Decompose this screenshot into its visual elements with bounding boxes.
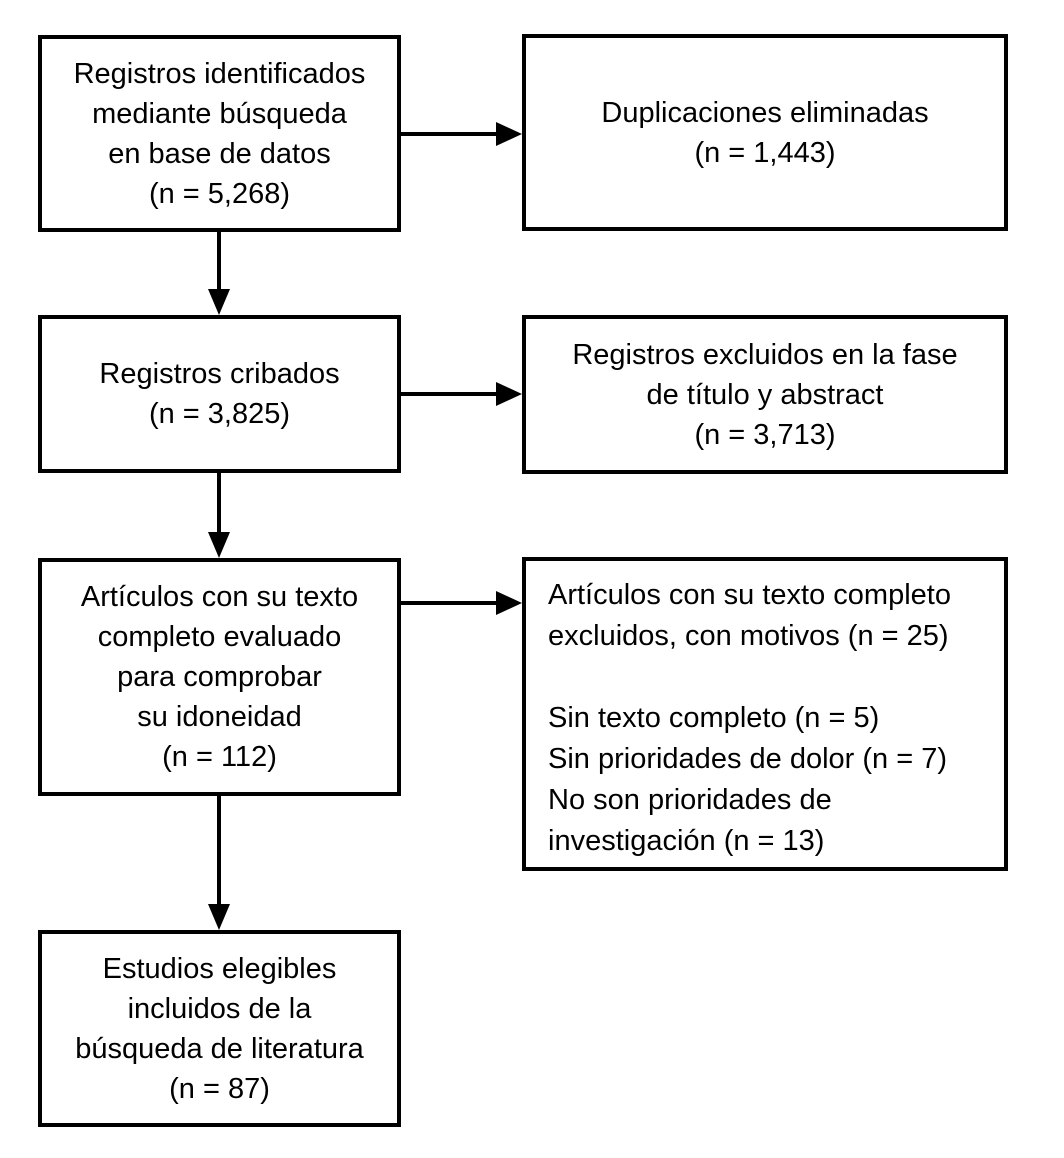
box-records-screened: Registros cribados (n = 3,825): [38, 315, 401, 473]
text-line: Registros identificados: [73, 57, 366, 90]
text-line: (n = 87): [169, 1072, 270, 1105]
box-duplicates-removed: Duplicaciones eliminadas (n = 1,443): [522, 34, 1008, 231]
text-line: No son prioridades de: [548, 784, 832, 816]
text-line: Registros cribados: [99, 358, 340, 390]
text-line: para comprobar: [117, 661, 322, 693]
text-line: completo evaluado: [97, 621, 342, 653]
text-line: excluidos, con motivos (n = 25): [548, 620, 949, 652]
arrow-down-identified-to-screened-icon: [208, 231, 230, 315]
arrow-down-screened-to-fulltext-icon: [208, 472, 230, 558]
box-studies-included: Estudios elegibles incluidos de la búsqued…: [38, 930, 401, 1127]
text-line: [548, 657, 556, 698]
box-excluded-title-abstract: Registros excluidos en la fase de título …: [522, 315, 1008, 474]
box-fulltext-assessed: Artículos con su texto completo evaluado p…: [38, 558, 401, 796]
text-line: Artículos con su texto: [80, 581, 359, 613]
arrow-right-fulltext-to-excluded-icon: [400, 591, 522, 615]
text-line: Duplicaciones eliminadas: [601, 96, 929, 129]
text-line: Sin prioridades de dolor (n = 7): [548, 743, 947, 775]
text-line: investigación (n = 13): [548, 825, 825, 857]
text-line: Sin texto completo (n = 5): [548, 702, 880, 734]
arrow-down-fulltext-to-included-icon: [208, 795, 230, 930]
arrow-right-identified-to-duplicates-icon: [400, 122, 522, 146]
text-line: (n = 112): [162, 741, 277, 773]
text-line: incluidos de la: [127, 992, 312, 1025]
text-line: (n = 3,713): [694, 418, 836, 451]
arrow-right-screened-to-excluded-icon: [400, 382, 522, 406]
text-line: su idoneidad: [137, 701, 302, 733]
text-line: en base de datos: [108, 137, 331, 170]
box-records-identified: Registros identificados mediante búsqueda…: [38, 35, 401, 232]
text-line: (n = 1,443): [694, 136, 836, 169]
text-line: búsqueda de literatura: [75, 1032, 364, 1065]
text-line: Registros excluidos en la fase: [572, 338, 958, 371]
text-line: mediante búsqueda: [92, 97, 347, 130]
text-line: (n = 5,268): [148, 177, 291, 210]
text-line: de título y abstract: [646, 378, 884, 411]
box-fulltext-excluded: Artículos con su texto completo excluidos…: [522, 557, 1008, 871]
text-line: Artículos con su texto completo: [548, 579, 951, 611]
text-line: Estudios elegibles: [102, 952, 337, 985]
text-line: (n = 3,825): [148, 398, 291, 430]
